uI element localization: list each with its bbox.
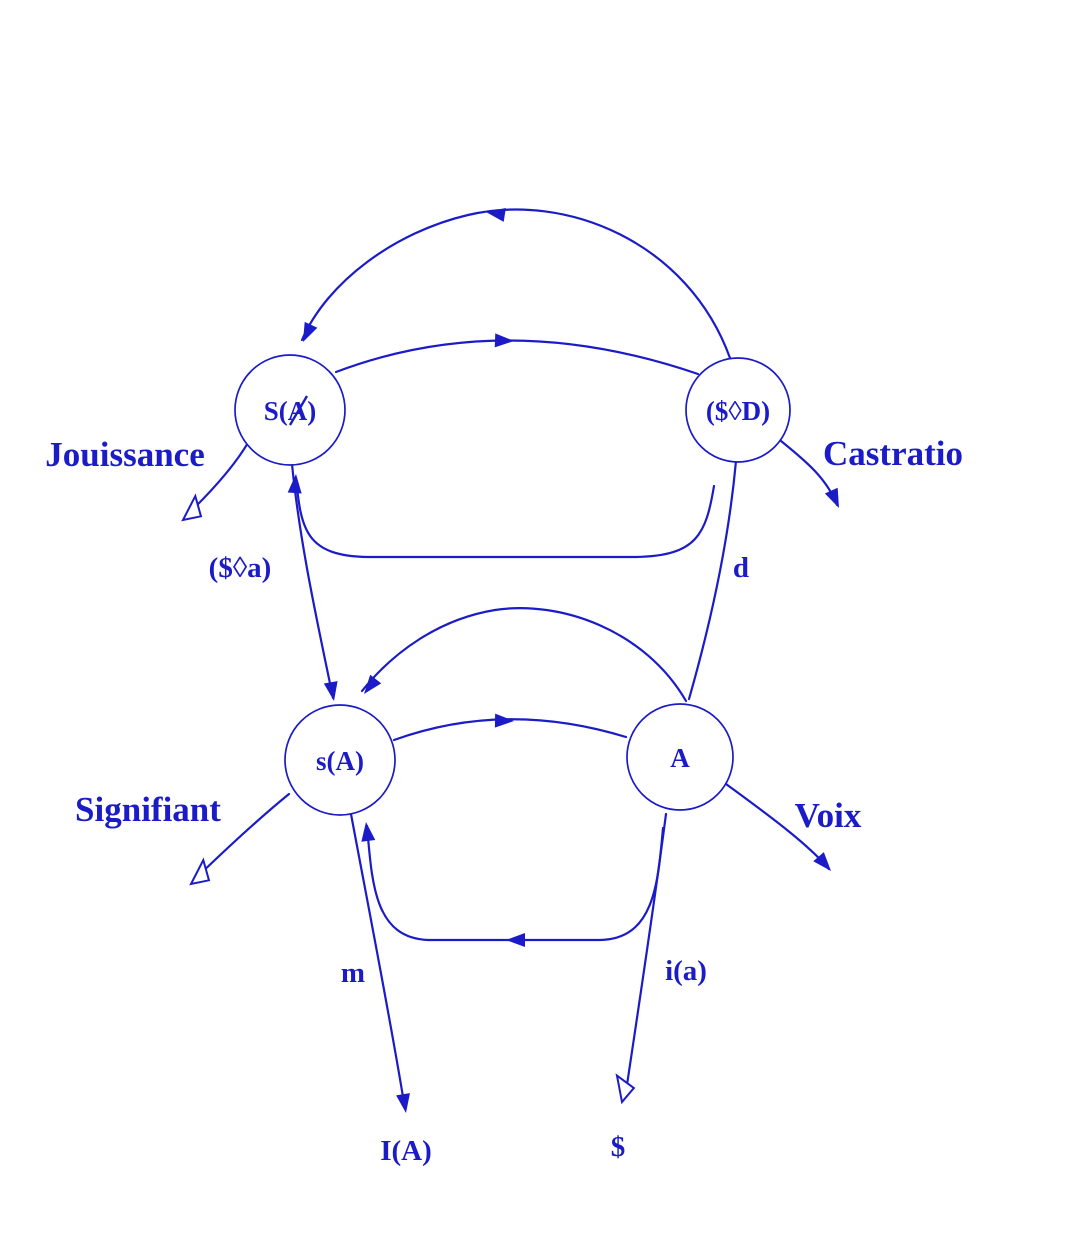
label-voix: Voix — [795, 796, 862, 835]
edge-sA-to-ego-ideal — [349, 812, 407, 1111]
label-desire: d — [733, 552, 749, 584]
tail-triangle-signifiant-icon — [189, 857, 211, 886]
tail-triangle-subject-icon — [615, 1073, 636, 1105]
arrowhead-top-arc-left-icon — [486, 208, 506, 222]
node-label-signifier-of-lack: S(A) — [264, 396, 317, 426]
arrowhead-voix-icon — [813, 852, 831, 871]
arrowhead-into-sbarredA-top-icon — [303, 321, 318, 342]
edge-imaginary-connector — [365, 824, 665, 942]
arrowhead-ego-ideal-icon — [396, 1093, 410, 1113]
arrowhead-into-sA-from-arc-icon — [364, 674, 382, 694]
label-jouissance: Jouissance — [45, 435, 204, 474]
edge-subject-to-other — [623, 812, 668, 1100]
node-signifier-of-lack — [234, 354, 346, 466]
label-ego-ideal: I(A) — [380, 1135, 432, 1167]
arrowhead-imaginary-leftward-icon — [506, 933, 525, 947]
edge-fantasy-connector — [294, 476, 716, 559]
node-big-other — [626, 703, 734, 811]
label-ideal-ego: i(a) — [665, 955, 707, 987]
arrowhead-up-into-sbarredA-bottom-icon — [287, 474, 302, 494]
edge-top-retroaction-arc — [300, 208, 732, 360]
edge-desire-line — [687, 459, 738, 701]
label-fantasy: ($◊a) — [209, 552, 272, 584]
node-label-big-other: A — [670, 743, 690, 773]
node-label-signified-of-other: s(A) — [316, 746, 364, 776]
node-drive — [685, 357, 791, 463]
arrowhead-up-into-sA-bottom-icon — [361, 822, 376, 842]
arrowhead-upper-chain-right-icon — [494, 333, 514, 348]
tail-triangle-jouissance-icon — [181, 493, 203, 522]
label-castration: Castratio — [823, 434, 963, 473]
edge-sbarredA-to-sA — [290, 462, 335, 700]
node-label-drive: ($◊D) — [706, 396, 770, 426]
edge-upper-chain-arc — [334, 339, 700, 376]
arrowhead-into-sA-from-vertical-icon — [323, 681, 338, 701]
arrowhead-lower-chain-right-icon — [494, 713, 514, 728]
edge-middle-retroaction-arc — [360, 607, 688, 703]
label-barred-subject: $ — [611, 1131, 626, 1163]
label-signifiant: Signifiant — [75, 790, 221, 829]
label-ego: m — [341, 957, 365, 989]
node-signified-of-other — [284, 704, 396, 816]
arrowhead-castration-icon — [824, 487, 839, 508]
bar-through-A-icon — [288, 395, 309, 426]
